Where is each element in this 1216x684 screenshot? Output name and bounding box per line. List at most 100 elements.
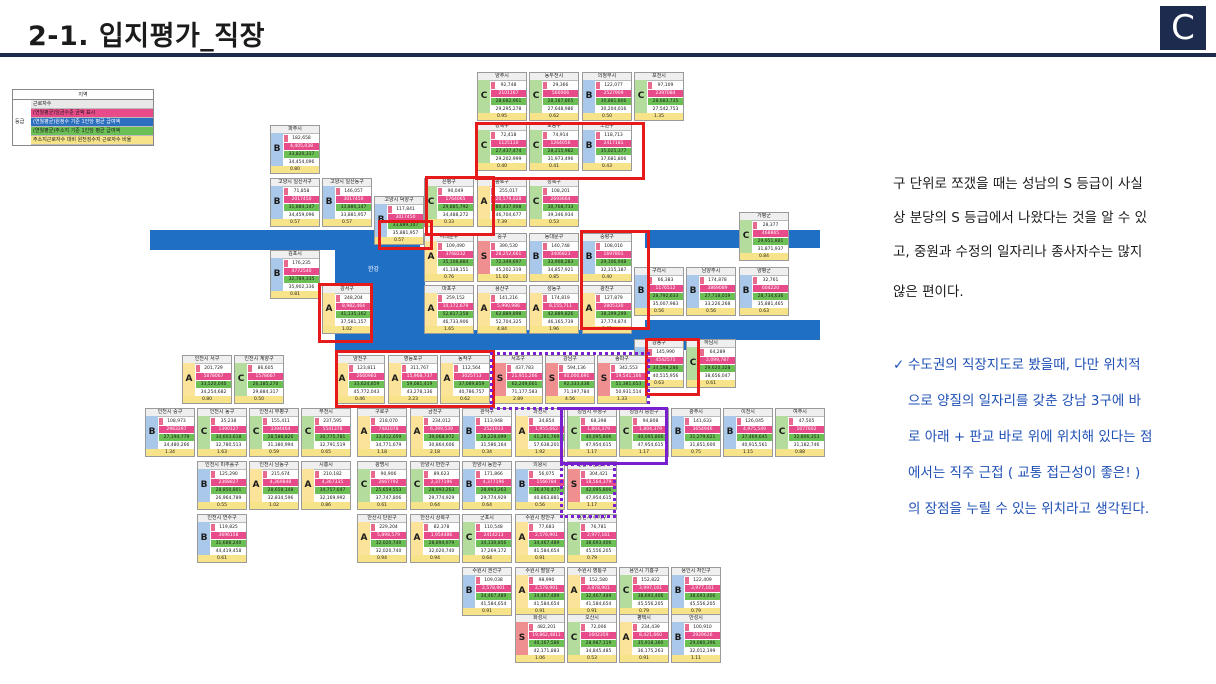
district-value: 44,419,458 bbox=[215, 549, 242, 554]
district-value: 40,167,586 bbox=[529, 640, 564, 647]
wage-bar bbox=[438, 243, 442, 250]
district-grade: B bbox=[271, 258, 283, 291]
district-name: 구로구 bbox=[358, 409, 406, 417]
district-value: 28,683,735 bbox=[648, 98, 683, 105]
district-ratio: 4.56 bbox=[546, 396, 594, 403]
district-value: 32,761 bbox=[762, 278, 779, 283]
district-value: 26,185,270 bbox=[248, 381, 283, 388]
district-value: 1264056 bbox=[543, 140, 578, 147]
district-value: 2693664 bbox=[543, 196, 578, 203]
district-value: 72,349,697 bbox=[491, 259, 526, 266]
district-value: 482,201 bbox=[537, 625, 556, 630]
district-ratio: 0.61 bbox=[198, 555, 246, 562]
wage-bar bbox=[700, 277, 704, 284]
district-name: 인천시 연수구 bbox=[198, 515, 246, 523]
district-value: 122,077 bbox=[604, 83, 623, 88]
title-divider bbox=[0, 53, 1216, 57]
wage-bar bbox=[211, 471, 215, 478]
district-value: 1125110 bbox=[491, 140, 526, 147]
district-value: 182,658 bbox=[292, 136, 311, 141]
district-name: 성남시 중원구 bbox=[620, 409, 668, 417]
district-name: 강동구 bbox=[635, 340, 683, 348]
district-name: 수원시 영통구 bbox=[568, 568, 616, 576]
district-value: 72,418 bbox=[500, 133, 517, 138]
district-name: 평택시 bbox=[620, 615, 668, 623]
district-value: 34,857,921 bbox=[547, 268, 574, 273]
district-value: 6,399,539 bbox=[424, 426, 459, 433]
note-line: 수도권의 직장지도로 봤을때, 다만 위치적 bbox=[908, 357, 1141, 373]
district-grade: A bbox=[323, 293, 335, 326]
district-ratio: 0.61 bbox=[358, 502, 406, 509]
district-ratio: 0.86 bbox=[302, 502, 350, 509]
district-name: 과천시 bbox=[516, 409, 564, 417]
district-grade: B bbox=[635, 275, 647, 308]
district-ratio: 3.23 bbox=[389, 396, 437, 403]
district-value: 1602359 bbox=[581, 632, 616, 639]
wage-bar bbox=[543, 295, 547, 302]
district-value: 34,130,856 bbox=[476, 540, 511, 547]
district-value: 28,252,661 bbox=[491, 251, 526, 258]
district-value: 33,908,283 bbox=[543, 259, 578, 266]
district-name: 양천구 bbox=[336, 356, 384, 364]
district-value: 92,748 bbox=[500, 83, 517, 88]
highlight-southwest bbox=[335, 350, 495, 408]
district-grade: C bbox=[568, 622, 580, 655]
district-value: 4,367335 bbox=[315, 479, 350, 486]
district-name: 시흥시 bbox=[302, 462, 350, 470]
district-name: 용인시 수지구 bbox=[568, 515, 616, 523]
wage-bar bbox=[476, 577, 480, 584]
district-value: 108,201 bbox=[551, 189, 570, 194]
district-grade: A bbox=[358, 416, 370, 449]
district-value: 1,955,662 bbox=[529, 426, 564, 433]
district-grade: B bbox=[687, 275, 699, 308]
district-ratio: 0.76 bbox=[425, 274, 473, 281]
district-ratio: 0.57 bbox=[375, 237, 423, 244]
district-value: 468865 bbox=[753, 230, 788, 237]
wage-bar bbox=[284, 260, 288, 267]
district-ratio: 0.91 bbox=[463, 608, 511, 615]
district-value: 113,948 bbox=[484, 419, 503, 424]
body-line: 상 분당의 S 등급에서 나왔다는 것을 알 수 있 bbox=[893, 210, 1148, 226]
wage-bar bbox=[284, 188, 288, 195]
district-value: 40,515,956 bbox=[652, 374, 679, 379]
district-value: 33,881,957 bbox=[340, 213, 367, 218]
district-name: 강남구 bbox=[546, 356, 594, 364]
district-grade: A bbox=[183, 363, 195, 396]
district-grade: A bbox=[389, 363, 401, 396]
district-value: 41,135,162 bbox=[336, 311, 371, 318]
district-value: 19,541,166 bbox=[611, 373, 646, 380]
highlight-east bbox=[580, 230, 650, 330]
district-value: 20,579,028 bbox=[491, 196, 526, 203]
district-value: 52,817,258 bbox=[438, 311, 473, 318]
district-name: 인천시 동구 bbox=[198, 409, 246, 417]
district-value: 141,216 bbox=[499, 296, 518, 301]
district-ratio: 0.43 bbox=[583, 163, 631, 170]
district-value: 82,378 bbox=[433, 525, 450, 530]
district-value: 37,747,806 bbox=[375, 496, 402, 501]
district-value: 28,894,979 bbox=[424, 540, 459, 547]
district-name: 양주시 bbox=[478, 73, 526, 81]
wage-bar bbox=[633, 418, 637, 425]
district-grade: A bbox=[411, 522, 423, 555]
district-ratio: 0.50 bbox=[235, 396, 283, 403]
district-name: 은평구 bbox=[425, 179, 473, 187]
district-value: 3869089 bbox=[700, 285, 735, 292]
district-value: 1697801 bbox=[596, 251, 631, 258]
highlight-deokyang bbox=[378, 220, 433, 250]
district-ratio: 1.17 bbox=[620, 449, 668, 456]
district-value: 33,820,317 bbox=[284, 151, 319, 158]
